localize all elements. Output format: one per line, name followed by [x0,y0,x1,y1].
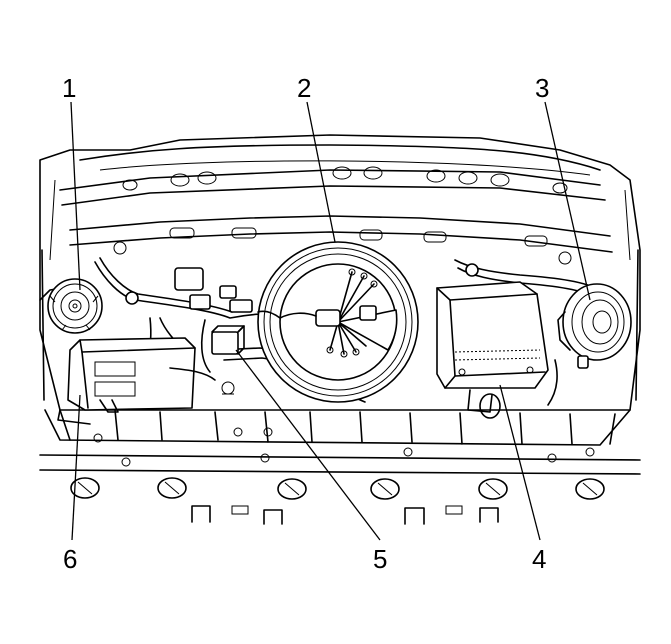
leader-line-3 [544,101,591,301]
leader-line-1 [70,101,81,291]
leader-line-5 [235,349,381,541]
small-control-module [211,325,245,395]
callout-labels: 1 2 3 4 5 6 [62,73,549,574]
beam-holes [122,166,568,194]
callout-4: 4 [532,544,546,574]
leader-line-4 [499,384,541,541]
left-speaker [39,278,103,334]
floor-brackets [191,505,499,525]
leader-line-6 [71,394,81,541]
floor-panel [39,409,641,525]
amplifier-module [436,281,549,419]
left-control-module [57,337,216,425]
spare-wheel-subwoofer [257,241,419,403]
tie-down-hooks [70,477,605,500]
callout-6: 6 [63,544,77,574]
callout-5: 5 [373,544,387,574]
leader-line-2 [306,101,336,243]
right-speaker [557,283,632,369]
floor-bolts [93,427,595,467]
callout-2: 2 [297,73,311,103]
callout-3: 3 [535,73,549,103]
leader-lines [70,101,591,541]
callout-1: 1 [62,73,76,103]
